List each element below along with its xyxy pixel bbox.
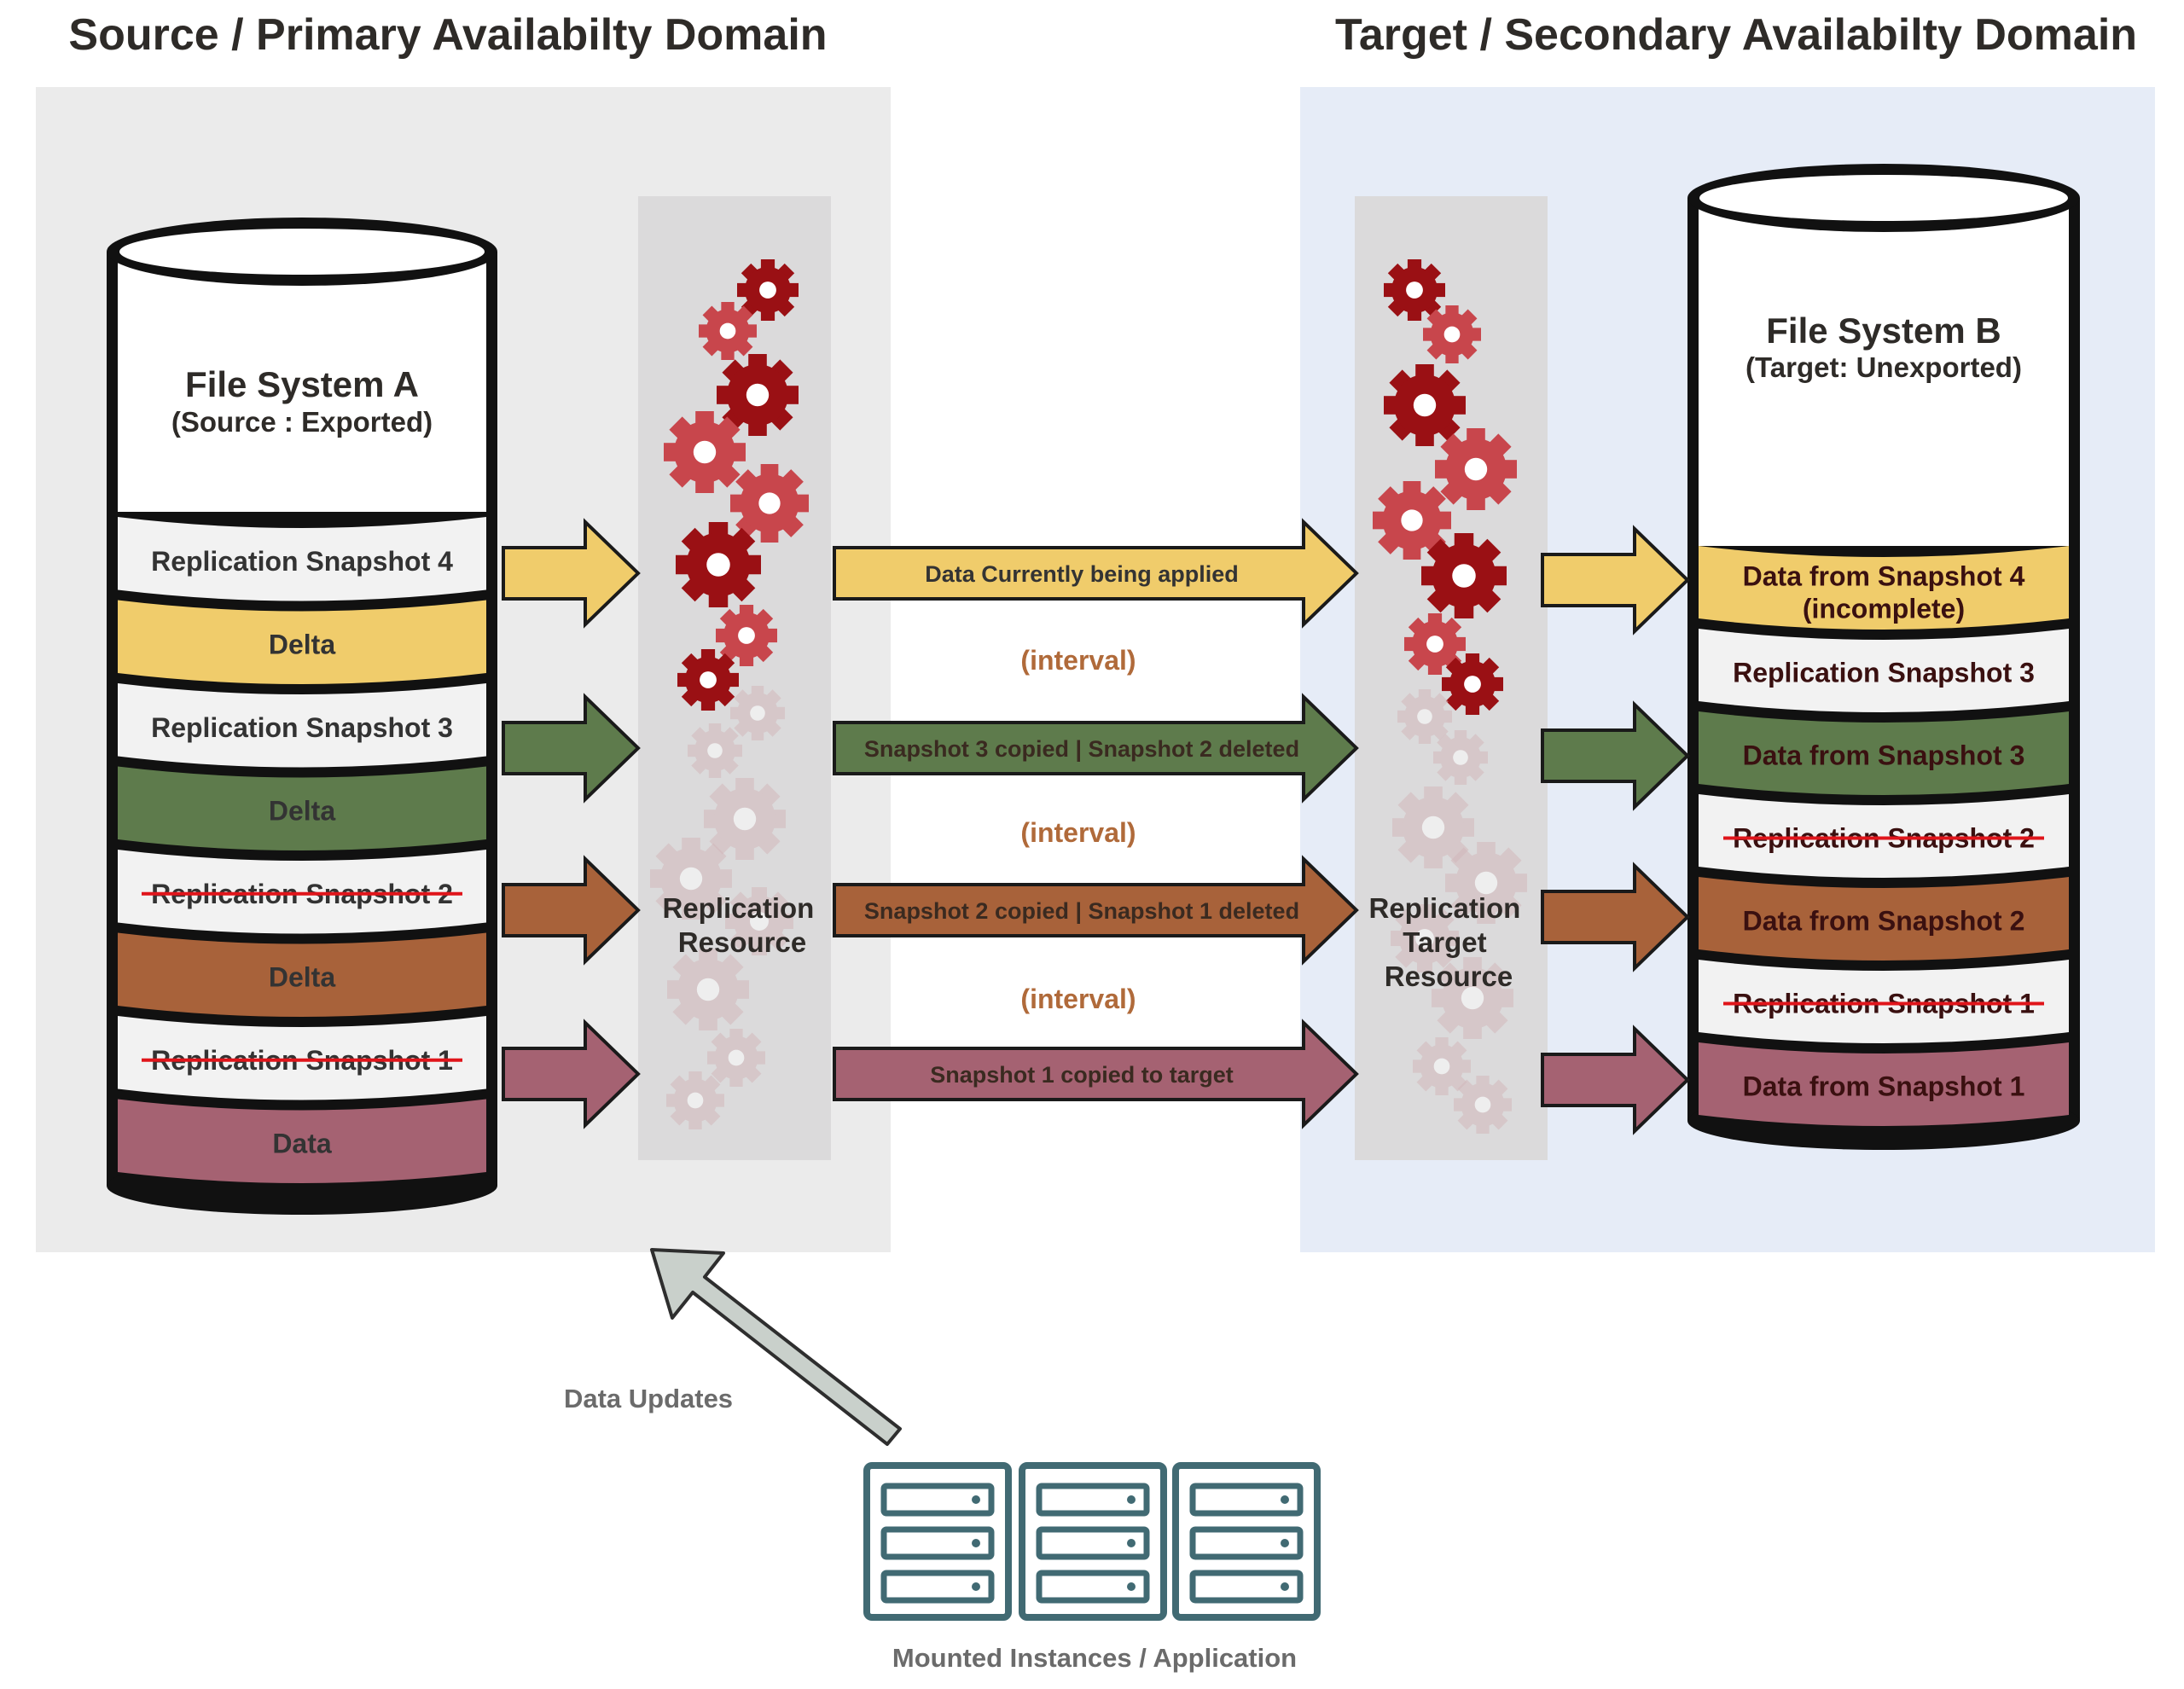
a-band-label-1: Replication Snapshot 4 — [151, 546, 453, 577]
resource-to-target-arrow-2 — [1541, 700, 1690, 811]
gear-icon — [667, 949, 749, 1030]
interval-label-2: (interval) — [1020, 817, 1136, 848]
file-system-a-subtitle: (Source : Exported) — [171, 406, 433, 438]
gear-icon — [1421, 533, 1507, 618]
b-band-label-2: Replication Snapshot 3 — [1733, 658, 2035, 688]
a-band-4: Delta — [118, 766, 486, 850]
a-band-label-6: Delta — [269, 961, 335, 992]
file-system-a-name: File System A — [185, 364, 419, 404]
interval-label-3: (interval) — [1020, 984, 1136, 1014]
b-band-4: Replication Snapshot 2 — [1699, 794, 2069, 878]
resource-to-target-arrow-4 — [1541, 1024, 1690, 1135]
a-band-3: Replication Snapshot 3 — [118, 683, 486, 768]
interval-label-1: (interval) — [1020, 645, 1136, 676]
gear-icon — [664, 411, 746, 493]
a-band-7: Replication Snapshot 1 — [118, 1016, 486, 1100]
mounted-instances-server-icons — [863, 1462, 1321, 1621]
a-band-label-4: Delta — [269, 795, 335, 826]
gear-icon — [688, 723, 742, 778]
gear-icon — [1433, 730, 1488, 785]
gear-icon — [677, 649, 739, 711]
a-band-2: Delta — [118, 600, 486, 684]
b-band-5: Data from Snapshot 2 — [1699, 877, 2069, 961]
b-band-label-1: Data from Snapshot 4 — [1743, 561, 2025, 592]
source-to-resource-arrow-2 — [502, 693, 641, 804]
server-icon — [1172, 1462, 1321, 1621]
gear-icon — [1454, 1076, 1512, 1134]
file-system-b-cylinder: Data from Snapshot 4(incomplete) Replicat… — [1687, 164, 2080, 1150]
gear-icon — [666, 1071, 724, 1129]
source-domain-title: Source / Primary Availabilty Domain — [68, 10, 827, 60]
file-system-b-name: File System B — [1766, 311, 2001, 351]
b-band-label-7: Data from Snapshot 1 — [1743, 1071, 2025, 1102]
gear-icon — [707, 1029, 765, 1087]
b-band-label2-1: (incomplete) — [1803, 594, 1965, 624]
resource-to-target-arrow-3 — [1541, 862, 1690, 972]
gear-icon — [1442, 653, 1503, 715]
a-band-1: Replication Snapshot 4 — [118, 517, 486, 601]
target-domain-title: Target / Secondary Availabilty Domain — [1335, 10, 2137, 60]
mounted-instances-label: Mounted Instances / Application — [892, 1643, 1297, 1673]
gear-icon — [1435, 428, 1517, 510]
b-band-2: Replication Snapshot 3 — [1699, 629, 2069, 712]
gear-icon — [699, 302, 757, 360]
data-updates-label: Data Updates — [564, 1384, 733, 1413]
transfer-arrow-1 — [833, 518, 1359, 629]
transfer-arrow-label-3: Snapshot 2 copied | Snapshot 1 deleted — [864, 898, 1299, 924]
b-band-7: Data from Snapshot 1 — [1699, 1042, 2069, 1126]
transfer-arrow-label-2: Snapshot 3 copied | Snapshot 2 deleted — [864, 736, 1299, 762]
source-to-resource-arrow-3 — [502, 855, 641, 966]
gear-icon — [1423, 305, 1481, 363]
a-band-label-8: Data — [272, 1128, 332, 1158]
transfer-arrow-3 — [833, 855, 1359, 966]
resource-to-target-arrow-1 — [1541, 525, 1690, 636]
a-band-label-3: Replication Snapshot 3 — [151, 712, 453, 743]
transfer-arrow-4 — [833, 1019, 1359, 1129]
replication-resource-label: Replication Resource — [662, 892, 822, 958]
server-icon — [863, 1462, 1012, 1621]
gear-icon — [676, 522, 761, 607]
replication-target-resource-label: Replication Target Resource — [1368, 892, 1528, 992]
file-system-b-subtitle: (Target: Unexported) — [1745, 351, 2022, 383]
data-updates-arrow — [650, 1248, 902, 1446]
transfer-arrow-2 — [833, 693, 1359, 804]
source-to-resource-arrow-1 — [502, 518, 641, 629]
a-band-8: Data — [118, 1099, 486, 1183]
b-band-1: Data from Snapshot 4(incomplete) — [1699, 546, 2069, 630]
a-band-label-2: Delta — [269, 629, 335, 659]
b-band-3: Data from Snapshot 3 — [1699, 711, 2069, 795]
b-band-label-3: Data from Snapshot 3 — [1743, 740, 2025, 771]
gear-icon — [730, 686, 785, 740]
transfer-arrow-label-1: Data Currently being applied — [925, 561, 1239, 587]
transfer-arrow-label-4: Snapshot 1 copied to target — [930, 1062, 1234, 1088]
a-band-6: Delta — [118, 932, 486, 1017]
b-band-label-5: Data from Snapshot 2 — [1743, 906, 2025, 937]
a-band-5: Replication Snapshot 2 — [118, 850, 486, 934]
source-to-resource-arrow-4 — [502, 1019, 641, 1129]
server-icon — [1019, 1462, 1167, 1621]
b-band-6: Replication Snapshot 1 — [1699, 960, 2069, 1043]
